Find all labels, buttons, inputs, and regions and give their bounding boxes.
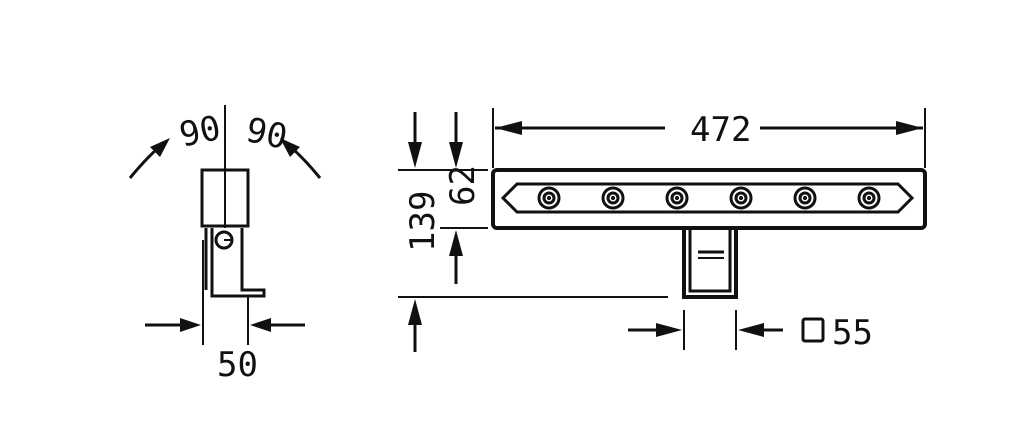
led-2 bbox=[601, 186, 625, 210]
stem-arrowhead-right bbox=[738, 323, 764, 337]
mounting-stem bbox=[682, 226, 738, 299]
mounting-stem-inner bbox=[688, 226, 732, 293]
stem-arrowhead-left bbox=[656, 323, 682, 337]
head-arrowhead-top bbox=[449, 142, 463, 168]
rotation-arrowhead-left bbox=[150, 138, 170, 157]
head-block bbox=[200, 168, 250, 228]
led-row bbox=[537, 186, 881, 210]
led-6 bbox=[857, 186, 881, 210]
head-height-label: 62 bbox=[443, 165, 483, 206]
led-1 bbox=[537, 186, 561, 210]
light-bar-panel bbox=[500, 182, 915, 214]
total-height-label: 139 bbox=[403, 191, 443, 252]
rotation-arrowhead-right bbox=[280, 138, 300, 157]
angle-right-label: 90 bbox=[242, 110, 290, 158]
bracket-arm bbox=[210, 228, 266, 298]
height-arrowhead-top bbox=[408, 142, 422, 168]
width-arrowhead-left bbox=[180, 318, 201, 332]
side-width-label: 50 bbox=[217, 345, 258, 385]
led-5 bbox=[793, 186, 817, 210]
square-symbol-icon bbox=[801, 317, 825, 343]
side-view: 90 90 50 bbox=[128, 105, 322, 385]
height-arrowhead-bottom bbox=[408, 299, 422, 325]
length-label: 472 bbox=[690, 110, 751, 150]
front-view: 472 139 62 55 bbox=[398, 108, 927, 353]
width-arrowhead-right bbox=[250, 318, 271, 332]
head-arrowhead-bottom bbox=[449, 230, 463, 256]
length-arrowhead-left bbox=[495, 121, 522, 135]
led-3 bbox=[665, 186, 689, 210]
length-arrowhead-right bbox=[896, 121, 923, 135]
square-section-label: 55 bbox=[832, 313, 873, 353]
led-4 bbox=[729, 186, 753, 210]
angle-left-label: 90 bbox=[176, 108, 224, 156]
